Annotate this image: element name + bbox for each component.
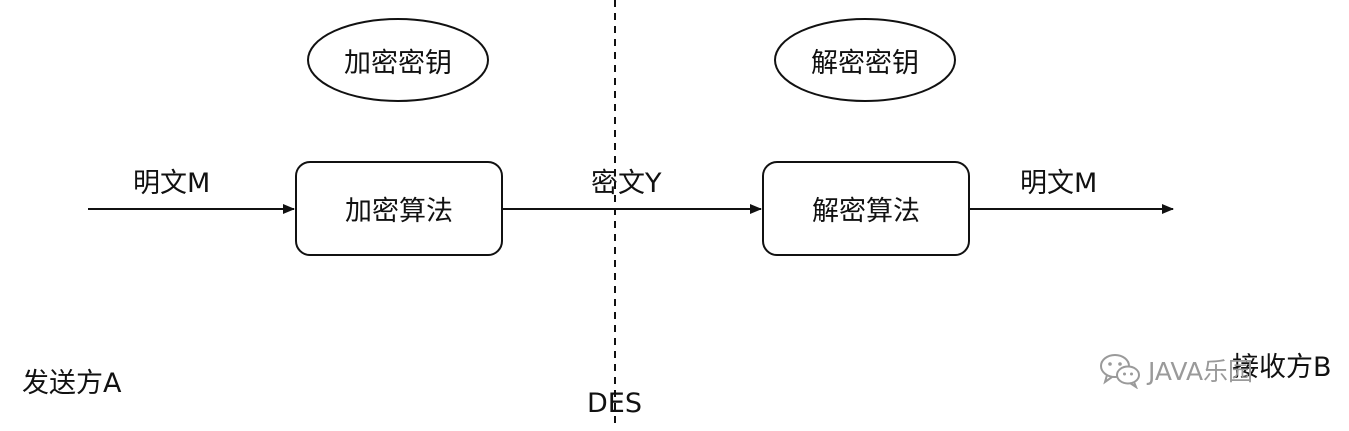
watermark-text: JAVA乐园 [1148, 357, 1254, 386]
encrypt-algorithm-label: 加密算法 [345, 196, 453, 227]
watermark: JAVA乐园 [1098, 350, 1253, 390]
wechat-icon [1100, 354, 1140, 389]
decrypt-key-ellipse [774, 18, 956, 102]
encrypt-key-label: 加密密钥 [344, 47, 452, 79]
sender-label: 发送方A [22, 368, 122, 399]
decrypt-algorithm-label: 解密算法 [812, 196, 920, 227]
plaintext-in-label: 明文M [133, 168, 211, 199]
decrypt-key-label: 解密密钥 [811, 47, 919, 79]
encrypt-key-ellipse [307, 18, 489, 102]
divider-label: DES [587, 388, 642, 419]
ciphertext-label: 密文Y [591, 168, 662, 199]
receiver-label: 接收方B [1232, 352, 1332, 383]
plaintext-out-label: 明文M [1020, 168, 1098, 199]
